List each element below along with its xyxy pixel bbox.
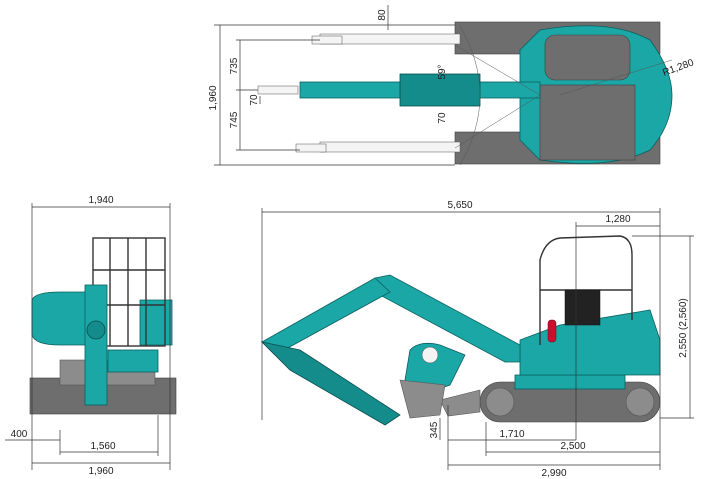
top-bucket-lower <box>295 143 327 153</box>
top-dim-upper-offset: 735 <box>229 57 240 74</box>
top-dim-tail-radius: R1,280 <box>661 57 695 79</box>
front-dim-top-width: 1,940 <box>88 195 113 206</box>
front-view: 1,940 400 1,560 1,960 <box>5 195 177 477</box>
side-extinguisher <box>547 319 557 343</box>
side-view: 5,650 1,280 2,550 (2,560) 345 1,710 2,50… <box>260 200 694 479</box>
side-dim-tumbler: 1,710 <box>499 429 524 440</box>
front-boom <box>84 284 108 406</box>
top-dim-offset-top: 80 <box>377 9 388 21</box>
top-boom-foot <box>399 73 481 107</box>
top-boom-lower <box>319 141 461 153</box>
side-bucket-pin <box>421 346 439 364</box>
side-idler <box>485 387 515 417</box>
side-arm-lower <box>260 341 401 426</box>
top-engine-hood <box>544 34 631 81</box>
top-swing-lines <box>454 44 541 149</box>
side-seat <box>564 289 601 326</box>
side-dim-overall-length: 5,650 <box>447 200 472 211</box>
side-dim-overall-track: 2,990 <box>541 468 566 479</box>
side-bucket <box>399 379 446 419</box>
front-boom-pin <box>86 320 106 340</box>
top-dim-overall-width: 1,960 <box>208 85 219 110</box>
front-dim-bottom-width: 1,960 <box>88 466 113 477</box>
top-cab-roof <box>539 84 636 161</box>
front-dim-track-gauge: 1,560 <box>90 441 115 452</box>
top-bucket-center <box>257 85 299 95</box>
side-track-frame <box>514 374 626 390</box>
side-dim-height: 2,550 (2,560) <box>678 298 689 358</box>
front-dim-left-offset: 400 <box>11 429 28 440</box>
side-dim-track-length: 2,500 <box>560 441 585 452</box>
side-blade <box>439 389 481 417</box>
top-dim-step-lower: 70 <box>437 112 448 124</box>
side-dim-blade-height: 345 <box>429 421 440 438</box>
side-arm <box>261 277 391 356</box>
top-swing-arc <box>459 25 481 166</box>
side-cab-frame <box>539 235 633 345</box>
top-view: 1,960 735 745 80 70 70 59° R1,280 <box>208 5 696 166</box>
side-dim-rear-overhang: 1,280 <box>605 214 630 225</box>
front-body-right <box>139 299 173 346</box>
side-sprocket <box>625 387 655 417</box>
top-radius-line <box>559 59 673 96</box>
top-dim-swing-left: 59° <box>437 64 448 79</box>
top-dim-lower-offset: 745 <box>229 111 240 128</box>
top-dim-step-upper: 70 <box>249 94 260 106</box>
front-deck <box>107 349 159 373</box>
